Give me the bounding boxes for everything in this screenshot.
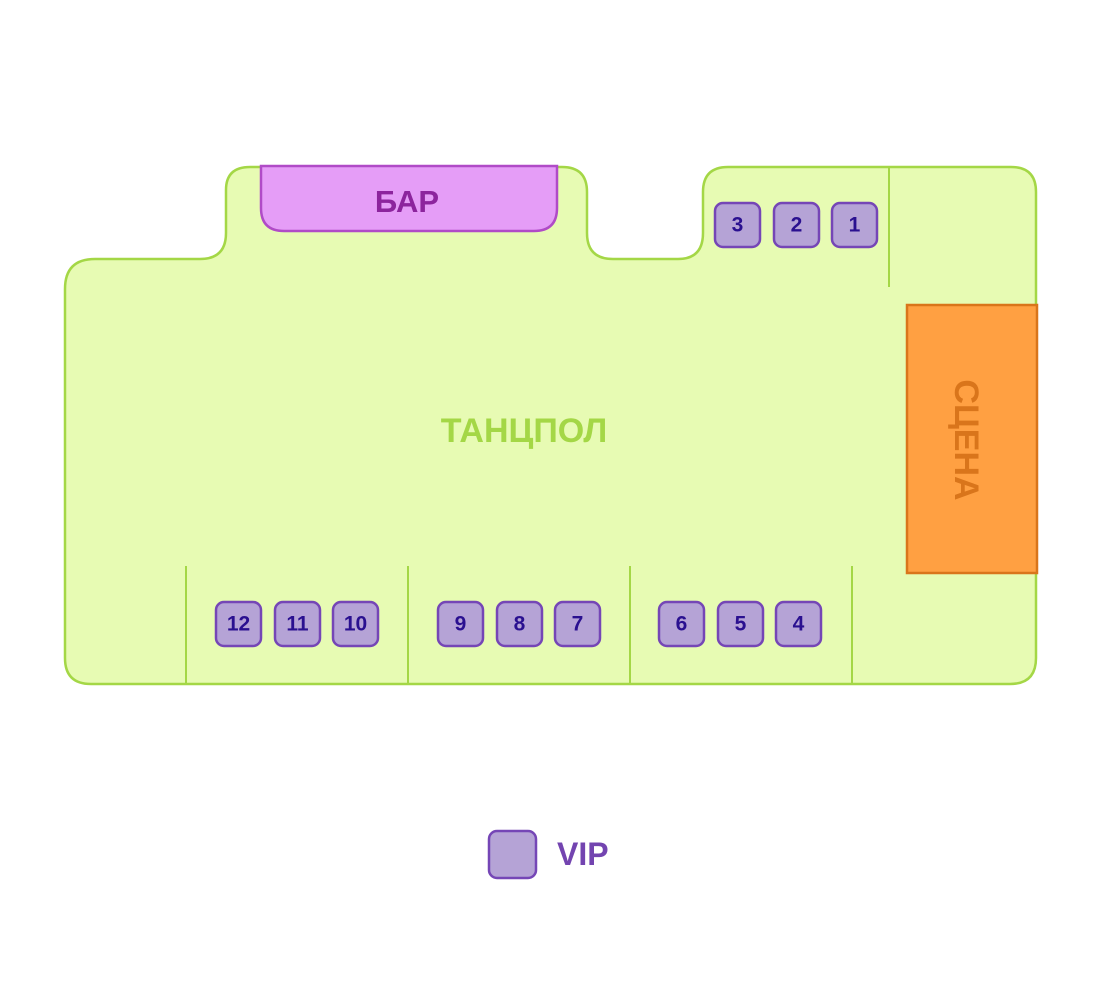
table-2[interactable]: 2 (772, 201, 821, 249)
table-1[interactable]: 1 (830, 201, 879, 249)
table-10[interactable]: 10 (331, 600, 380, 648)
table-8-seat (495, 600, 544, 648)
stage-label: СЦЕНА (947, 379, 985, 500)
table-9[interactable]: 9 (436, 600, 485, 648)
floor-dividers (185, 167, 890, 684)
table-11[interactable]: 11 (273, 600, 322, 648)
table-3-number: 3 (732, 214, 744, 237)
bar-area (259, 164, 559, 233)
table-6-seat (657, 600, 706, 648)
table-12-number: 12 (227, 613, 250, 636)
table-11-number: 11 (286, 613, 309, 636)
dance-floor-area (63, 165, 1038, 686)
table-5-seat (716, 600, 765, 648)
dance-floor-label: ТАНЦПОЛ (441, 412, 607, 450)
table-12[interactable]: 12 (214, 600, 263, 648)
legend: VIP (487, 829, 609, 880)
legend-vip-label: VIP (557, 836, 609, 872)
table-5[interactable]: 5 (716, 600, 765, 648)
table-7-seat (553, 600, 602, 648)
table-7-number: 7 (572, 613, 584, 636)
table-6-number: 6 (676, 613, 688, 636)
table-4[interactable]: 4 (774, 600, 823, 648)
table-4-seat (774, 600, 823, 648)
table-10-number: 10 (344, 613, 367, 636)
legend-vip-swatch (487, 829, 538, 880)
table-9-number: 9 (455, 613, 467, 636)
table-8-number: 8 (514, 613, 526, 636)
table-9-seat (436, 600, 485, 648)
stage-area (905, 303, 1039, 575)
table-6[interactable]: 6 (657, 600, 706, 648)
table-3[interactable]: 3 (713, 201, 762, 249)
table-12-seat (214, 600, 263, 648)
table-7[interactable]: 7 (553, 600, 602, 648)
table-11-seat (273, 600, 322, 648)
table-8[interactable]: 8 (495, 600, 544, 648)
table-4-number: 4 (793, 613, 805, 636)
table-1-seat (830, 201, 879, 249)
table-2-number: 2 (791, 214, 803, 237)
table-2-seat (772, 201, 821, 249)
table-3-seat (713, 201, 762, 249)
table-5-number: 5 (735, 613, 747, 636)
table-1-number: 1 (849, 214, 861, 237)
table-10-seat (331, 600, 380, 648)
bar-label: БАР (375, 184, 439, 219)
